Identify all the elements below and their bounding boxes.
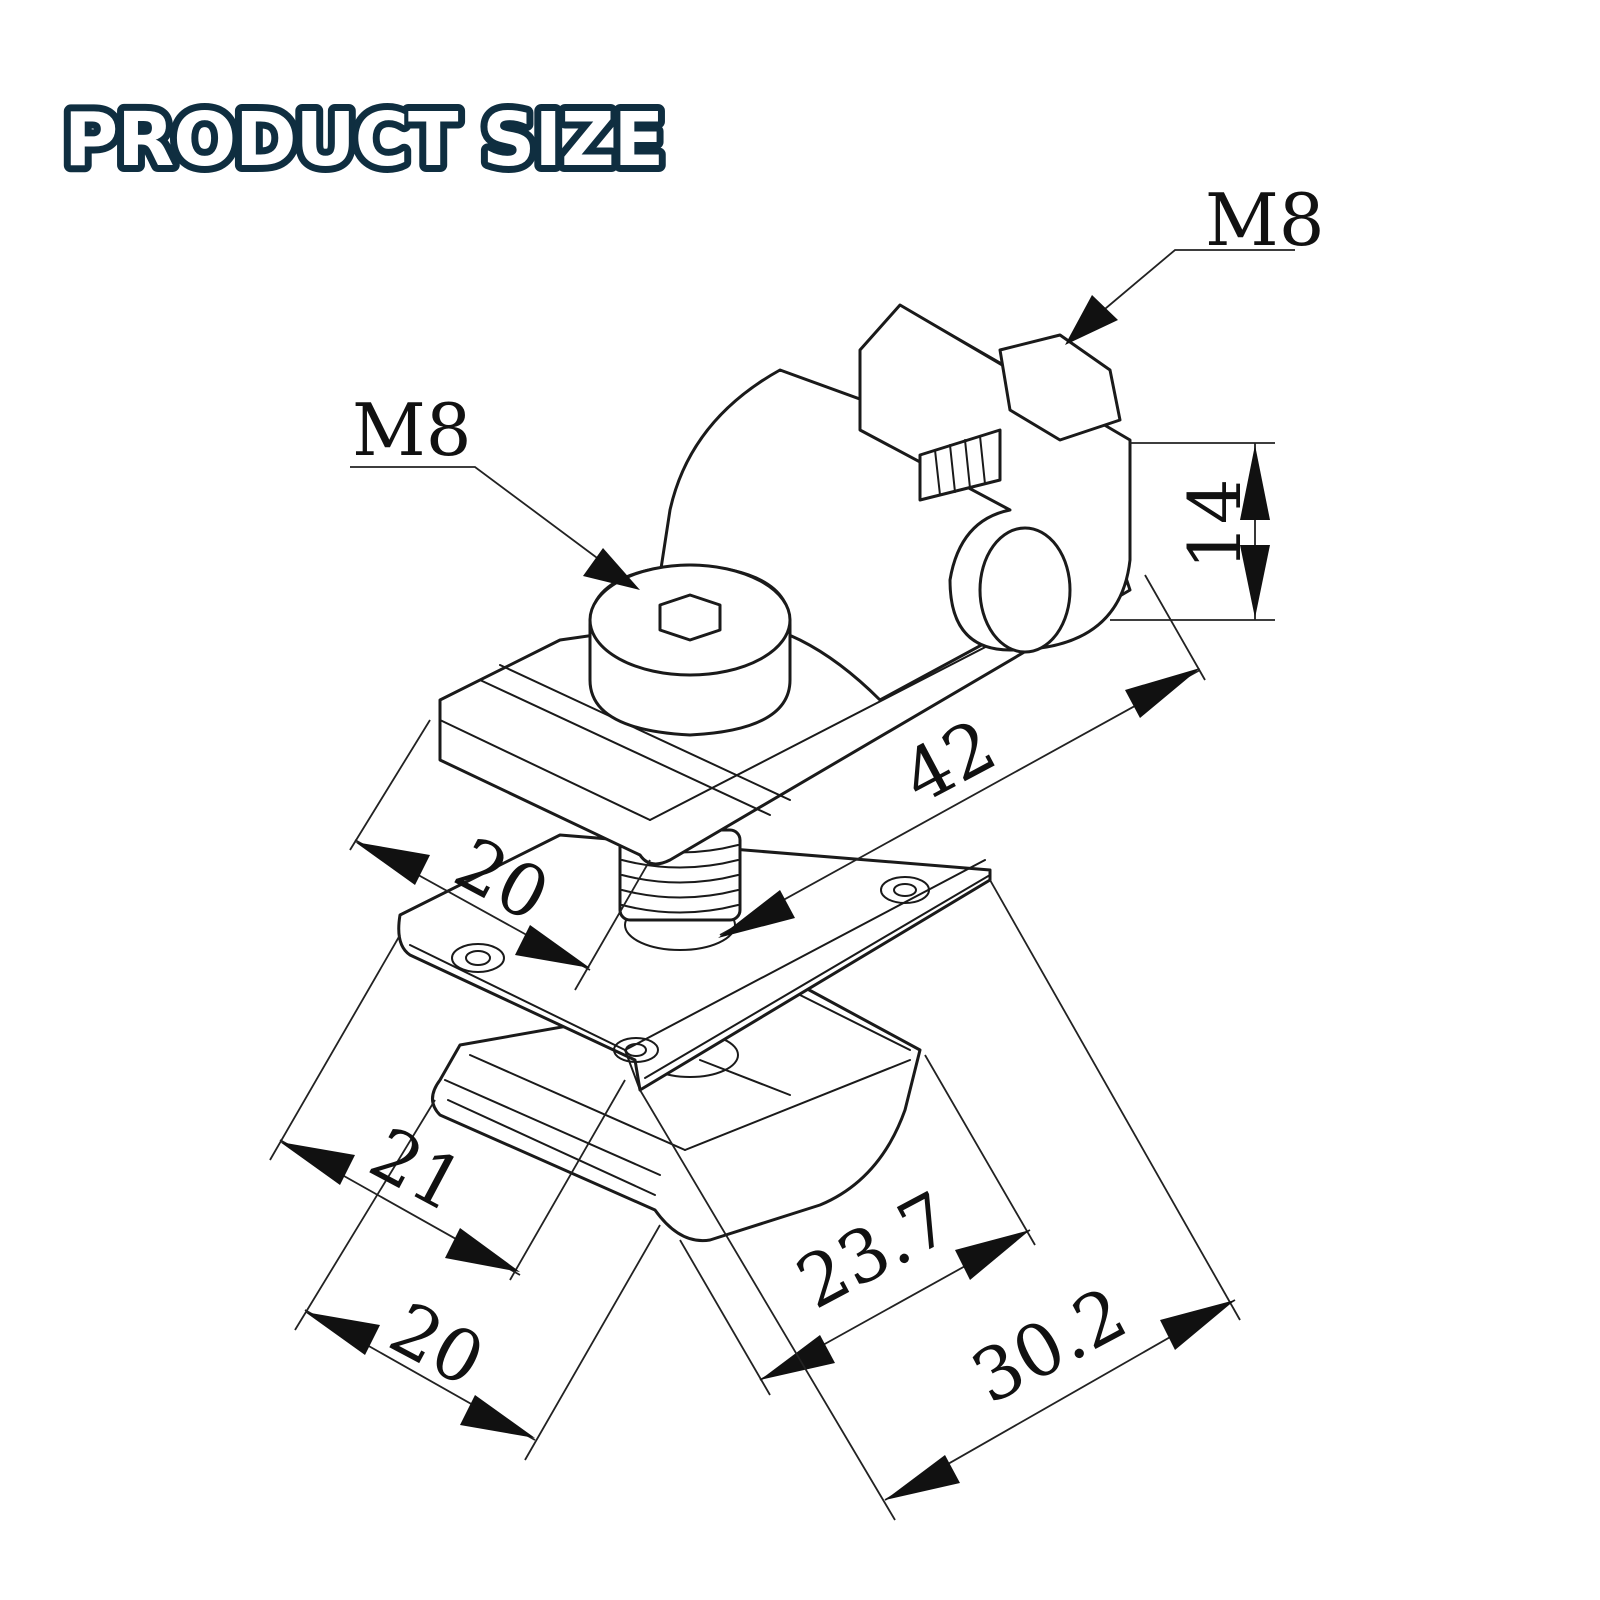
dim-plate-width-label: 21	[357, 1111, 477, 1228]
page-title: PRODUCT SIZE	[64, 97, 663, 183]
dim-plate-length-label: 30.2	[959, 1271, 1140, 1420]
dim-nut-width-label: 20	[377, 1286, 497, 1403]
socket-head-screw	[588, 563, 792, 737]
dim-height-label: 14	[1173, 478, 1257, 570]
m8-top-label: M8	[1205, 178, 1325, 262]
m8-front-label: M8	[352, 388, 472, 472]
clamp-body	[438, 303, 1132, 866]
dimension-lines	[269, 249, 1295, 1521]
